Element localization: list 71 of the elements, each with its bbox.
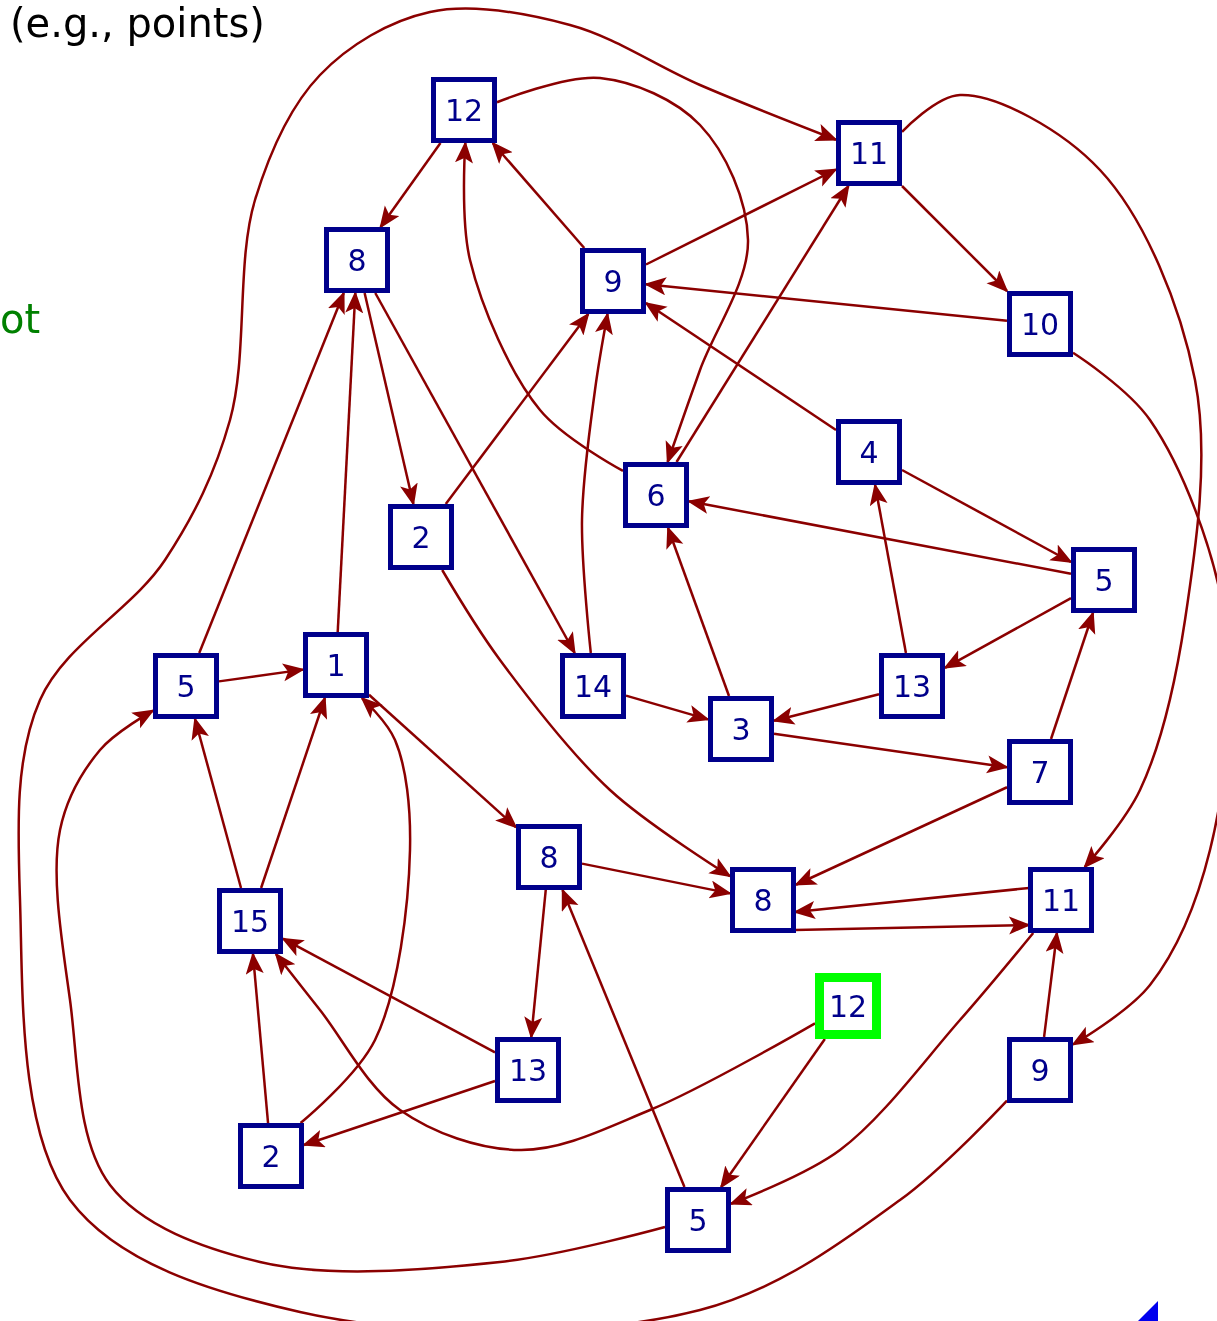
arrow	[666, 526, 731, 697]
arrow	[901, 468, 1073, 564]
arrow	[198, 291, 345, 654]
node-box: 5	[665, 1187, 731, 1253]
node-box: 8	[730, 867, 796, 933]
arrow	[496, 76, 750, 464]
arrow	[794, 786, 1008, 886]
arrow	[772, 693, 880, 725]
node-box: 9	[580, 248, 646, 314]
node-box: 11	[836, 120, 902, 186]
node-box: 12	[431, 77, 497, 143]
arrow	[245, 952, 270, 1124]
arrow	[281, 937, 496, 1054]
arrow	[444, 312, 590, 505]
node-box: 15	[217, 888, 283, 954]
arrow	[363, 292, 418, 506]
arrow	[302, 1079, 496, 1148]
node-box: 4	[836, 419, 902, 485]
arrow	[441, 569, 732, 878]
arrow	[336, 291, 364, 633]
arrow	[561, 888, 686, 1188]
arrow	[729, 932, 1035, 1206]
node-box: 1	[303, 632, 369, 698]
arrow	[491, 141, 586, 249]
arrow	[379, 142, 442, 229]
arrow	[55, 709, 666, 1273]
node-box: 8	[324, 227, 390, 293]
arrow	[687, 496, 1072, 575]
arrow	[625, 694, 710, 723]
note-text: ot	[0, 296, 41, 342]
node-box: 14	[560, 653, 626, 719]
arrow	[218, 663, 305, 683]
node-box: 12	[815, 973, 881, 1039]
arrow	[17, 7, 1008, 1321]
arrow	[645, 168, 838, 266]
arrow	[773, 732, 1009, 774]
node-box: 13	[879, 653, 945, 719]
node-box: 8	[516, 824, 582, 890]
arrow	[274, 952, 816, 1152]
node-box: 13	[495, 1037, 561, 1103]
arrow	[869, 483, 908, 654]
arrow	[901, 93, 1203, 869]
arrow	[580, 312, 613, 654]
node-box: 2	[238, 1123, 304, 1189]
arrow	[675, 184, 850, 463]
arrow	[374, 292, 576, 655]
arrow	[368, 693, 518, 829]
arrow	[259, 696, 328, 889]
arrow	[644, 277, 1008, 322]
node-box: 9	[1007, 1037, 1073, 1103]
node-box: 6	[623, 462, 689, 528]
arrow	[1071, 351, 1217, 1046]
note-text: (e.g., points)	[10, 0, 265, 46]
node-box: 2	[388, 504, 454, 570]
arrow	[455, 141, 624, 472]
node-box: 10	[1007, 291, 1073, 357]
arrow	[943, 597, 1072, 669]
node-box: 5	[1071, 547, 1137, 613]
arrow	[1049, 611, 1096, 740]
arrow	[581, 862, 732, 899]
arrow	[299, 696, 412, 1124]
arrow	[901, 185, 1009, 293]
arrow	[720, 1038, 826, 1189]
node-box: 3	[708, 696, 774, 762]
arrow	[191, 717, 243, 889]
node-box: 7	[1007, 739, 1073, 805]
arrow	[1042, 931, 1064, 1038]
arrow	[644, 301, 837, 431]
node-box: 5	[153, 653, 219, 719]
node-box: 11	[1028, 867, 1094, 933]
arrow	[524, 889, 547, 1039]
